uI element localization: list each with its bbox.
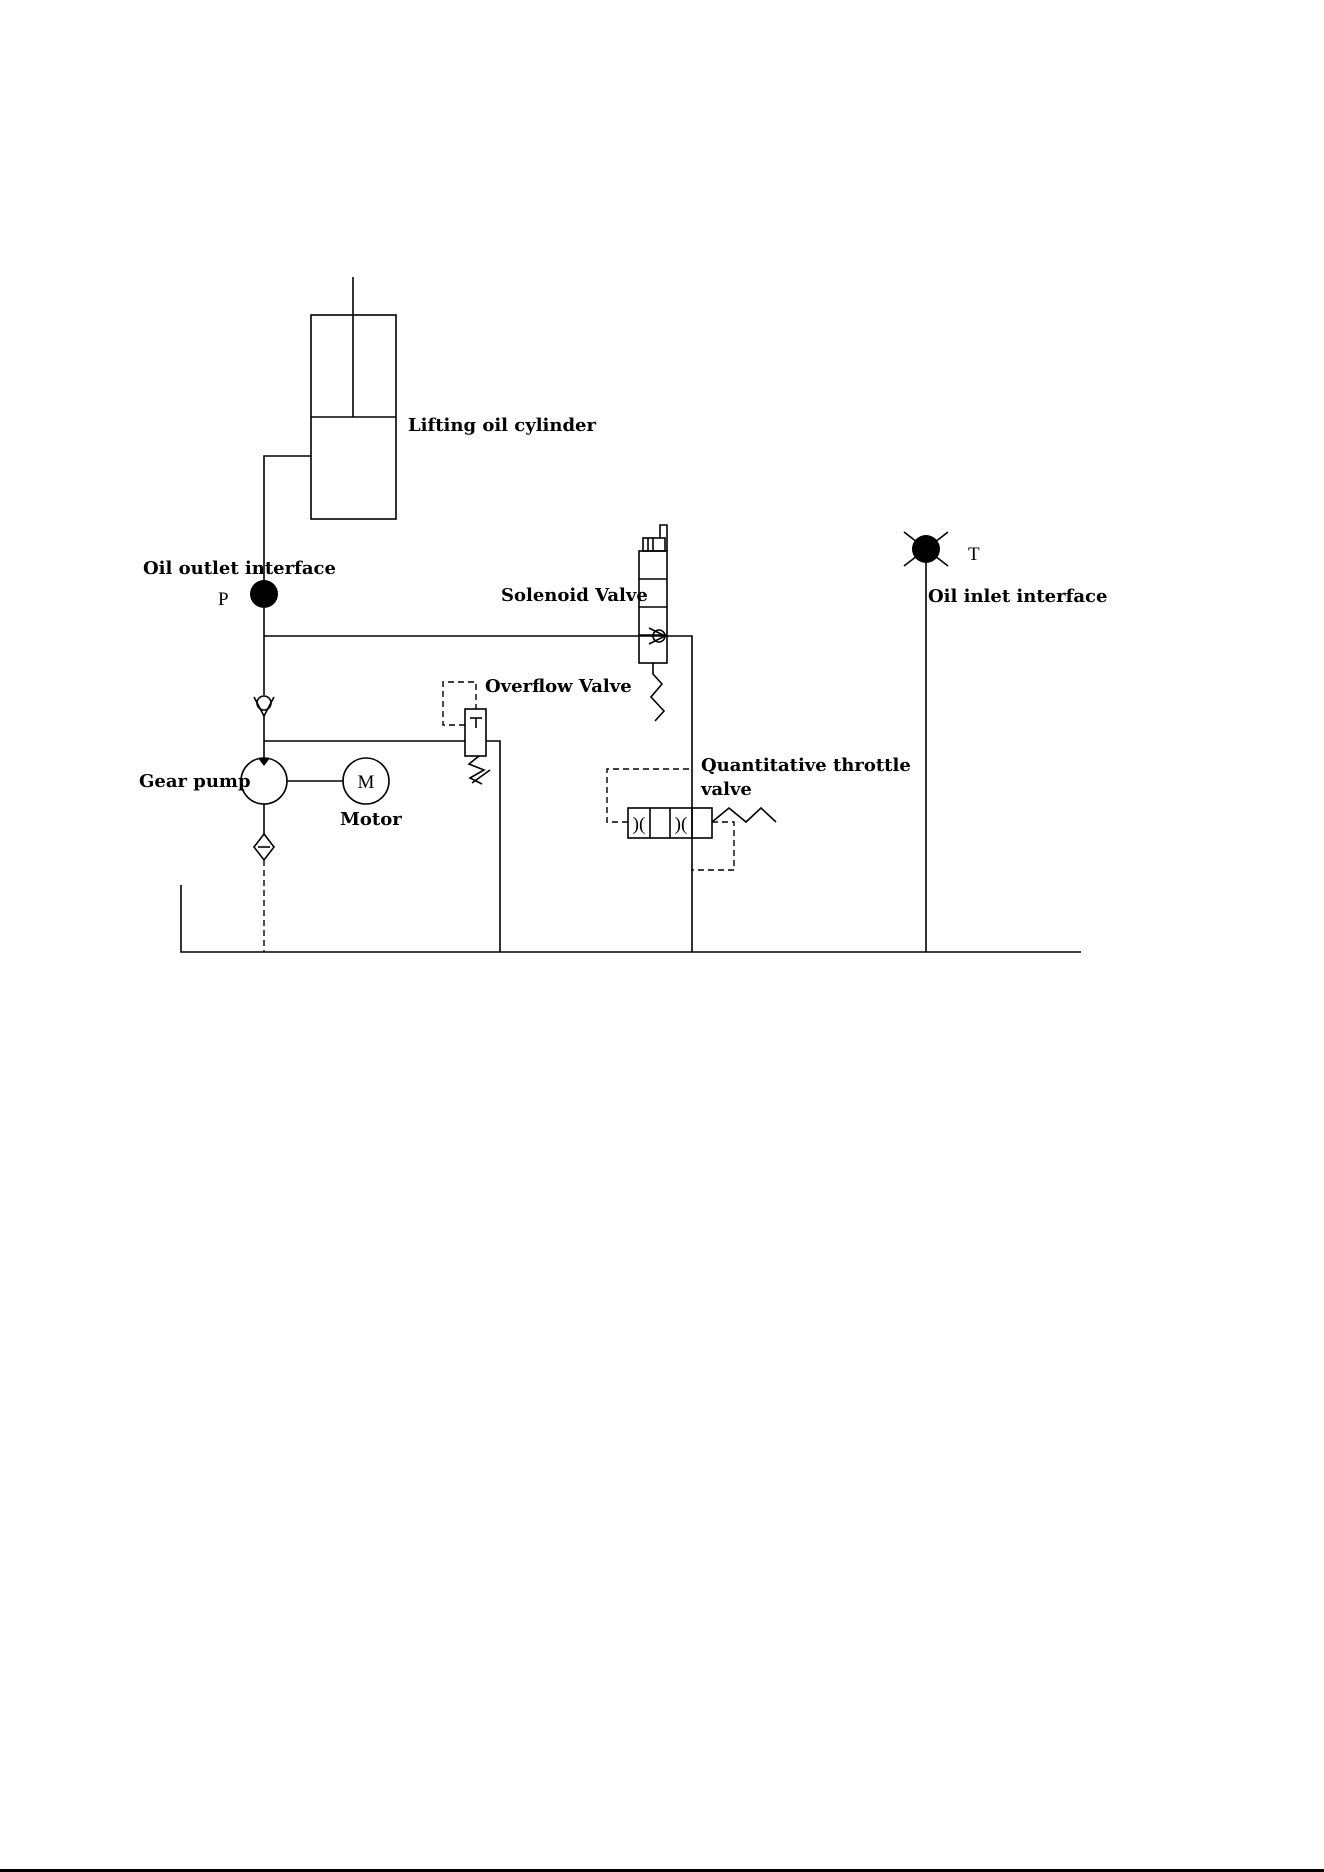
gear-pump-label: Gear pump xyxy=(139,771,251,792)
lifting-oil-cylinder xyxy=(264,277,396,585)
port-t-label: T xyxy=(968,544,980,565)
throttle-valve-label-line1: Quantitative throttle xyxy=(701,755,911,776)
motor-label: Motor xyxy=(340,809,402,830)
oil-tank xyxy=(181,885,1081,952)
oil-outlet-label: Oil outlet interface xyxy=(143,558,336,579)
filter-icon xyxy=(254,834,274,860)
check-valve xyxy=(254,696,274,760)
lifting-cylinder-label: Lifting oil cylinder xyxy=(408,415,596,436)
overflow-valve xyxy=(443,682,500,952)
overflow-valve-label: Overflow Valve xyxy=(485,676,632,697)
orifice-2-symbol: )( xyxy=(675,814,688,835)
solenoid-valve-label: Solenoid Valve xyxy=(501,585,648,606)
orifice-1-symbol: )( xyxy=(633,814,646,835)
throttle-valve-label-line2: valve xyxy=(700,779,752,800)
solenoid-valve xyxy=(639,525,667,721)
port-p-label: P xyxy=(218,589,229,610)
oil-inlet-label: Oil inlet interface xyxy=(928,586,1107,607)
motor-symbol-letter: M xyxy=(358,772,375,793)
oil-inlet-port xyxy=(904,532,948,566)
oil-outlet-port xyxy=(250,580,278,608)
